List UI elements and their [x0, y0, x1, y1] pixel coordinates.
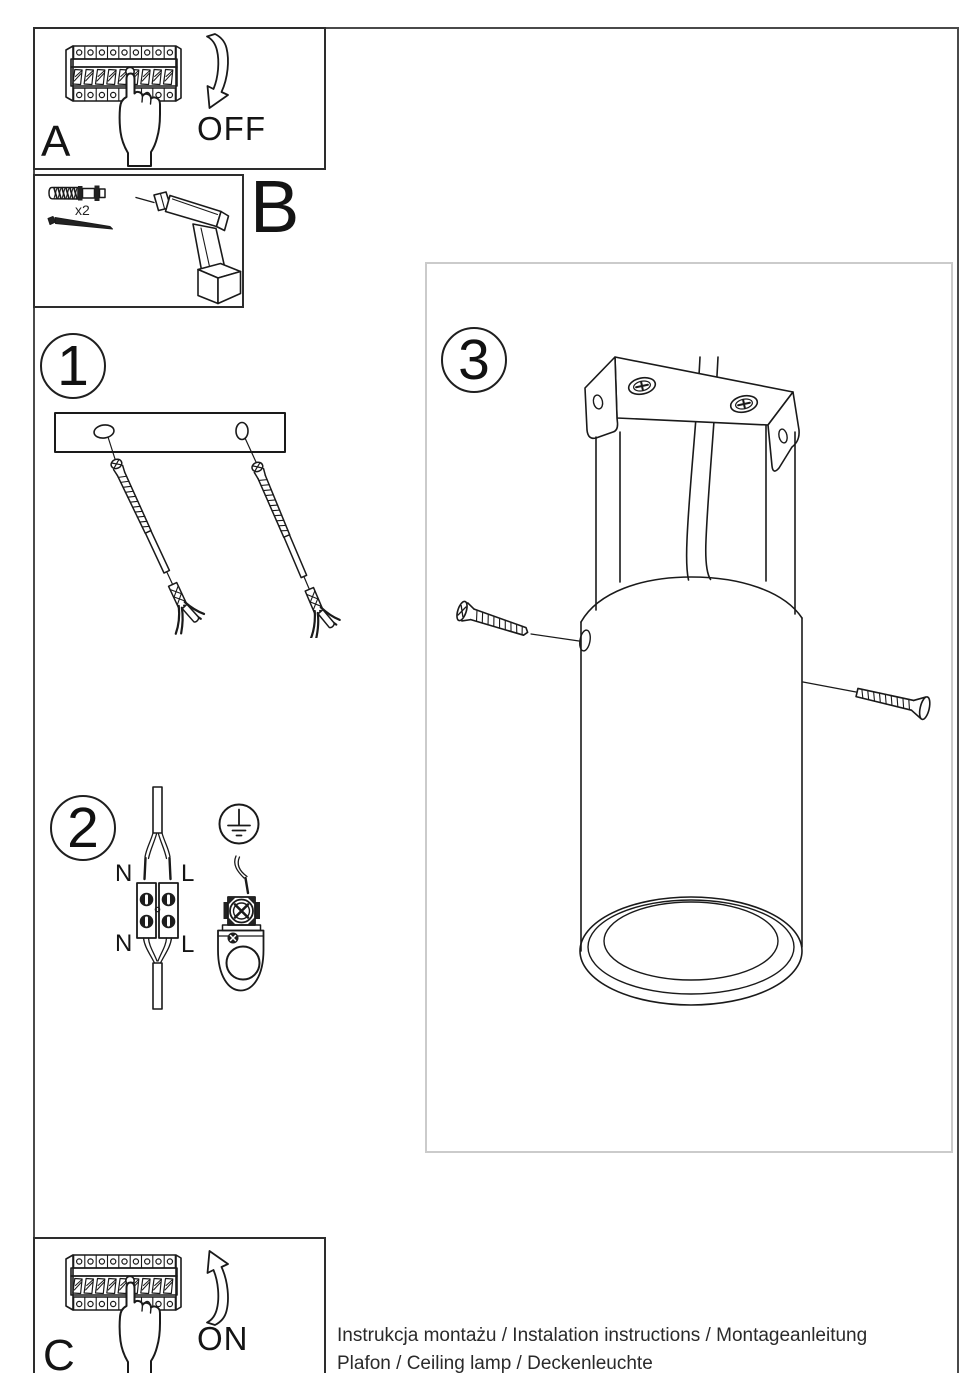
live-label-top: L: [181, 860, 195, 887]
drill-icon: [135, 191, 242, 305]
ceiling-bracket: [584, 356, 800, 615]
footer-line-1: Instrukcja montażu / Instalation instruc…: [337, 1325, 868, 1346]
panel-b-label: B: [250, 165, 300, 248]
mounting-bar-illustration: [54, 412, 342, 638]
step-2-number: 2: [50, 795, 116, 861]
anchor-quantity-label: x2: [75, 202, 90, 218]
left-screw-anchor: [97, 451, 209, 637]
panel-c-label: C: [43, 1331, 75, 1373]
off-label: OFF: [197, 110, 266, 147]
step-2-digit: 2: [67, 796, 99, 860]
breaker-off-illustration: [65, 45, 182, 167]
lamp-assembly-illustration: [456, 356, 931, 1006]
arrow-down-icon: [206, 33, 229, 109]
wall-plug-icon: [48, 185, 106, 201]
bracket-screw-left: [627, 376, 657, 396]
cable-bottom: [142, 937, 173, 1010]
side-screw-right: [802, 681, 931, 721]
tools-illustration: [47, 185, 242, 305]
right-hole: [235, 421, 249, 441]
ground-terminal: [217, 896, 265, 992]
on-label: ON: [197, 1320, 249, 1357]
side-hole-left: [579, 629, 591, 652]
wiring-illustration: [136, 786, 265, 1010]
page-frame: [33, 27, 959, 1373]
step-3-digit: 3: [458, 328, 490, 392]
panel-a-label: A: [41, 117, 71, 166]
right-screw-anchor: [237, 455, 342, 638]
flange-hole-right: [778, 428, 788, 444]
live-label-bottom: L: [181, 931, 195, 958]
step-3-number: 3: [441, 327, 507, 393]
side-screw-left: [456, 600, 580, 642]
lamp-cylinder: [579, 576, 803, 1006]
step-3-box: [425, 262, 953, 1153]
bracket-screw-right: [729, 394, 759, 414]
step-1-number: 1: [40, 333, 106, 399]
neutral-label-top: N: [115, 860, 133, 887]
panel-b-tools: [33, 174, 244, 308]
ground-symbol-icon: [218, 803, 260, 845]
breaker-on-illustration: [65, 1254, 182, 1373]
panel-a-power-off: [33, 27, 326, 170]
neutral-label-bottom: N: [115, 930, 133, 957]
arrow-up-icon: [206, 1250, 229, 1326]
terminal-block: [136, 882, 179, 939]
footer-line-2: Plafon / Ceiling lamp / Deckenleuchte: [337, 1353, 653, 1373]
screw-icon: [47, 216, 113, 230]
left-hole: [93, 424, 115, 439]
flange-hole-left: [592, 394, 604, 410]
ground-wire: [234, 855, 250, 895]
panel-c-power-on: [33, 1237, 326, 1373]
cable-top: [143, 786, 172, 881]
mounting-bar: [54, 412, 286, 453]
footer-text: Instrukcja montażu / Instalation instruc…: [337, 1322, 867, 1373]
step-1-digit: 1: [57, 334, 89, 398]
